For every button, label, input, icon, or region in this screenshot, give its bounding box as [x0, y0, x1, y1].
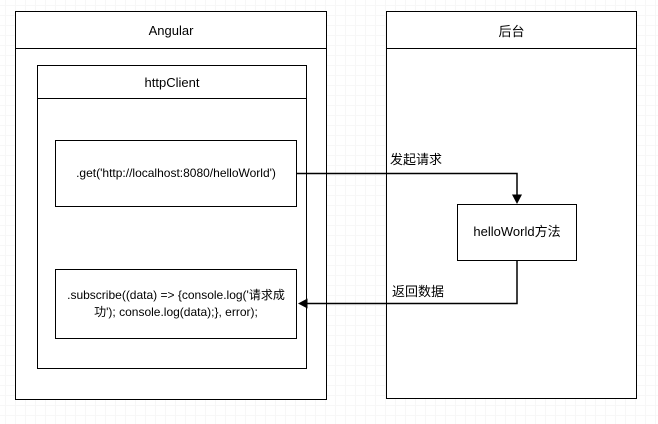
request-arrow-label: 发起请求 [390, 152, 443, 167]
subscribe-call-node[interactable]: .subscribe((data) => {console.log('请求成功'… [55, 269, 297, 339]
get-call-node[interactable]: .get('http://localhost:8080/helloWorld') [55, 140, 297, 207]
httpclient-title: httpClient [38, 66, 306, 99]
subscribe-call-text: .subscribe((data) => {console.log('请求成功'… [67, 287, 285, 319]
response-arrow-label: 返回数据 [392, 284, 445, 299]
get-call-text: .get('http://localhost:8080/helloWorld') [76, 165, 276, 180]
helloworld-method-text: helloWorld方法 [473, 224, 561, 240]
backend-title: 后台 [387, 12, 636, 49]
helloworld-method-node[interactable]: helloWorld方法 [457, 204, 577, 261]
angular-title: Angular [16, 12, 326, 49]
